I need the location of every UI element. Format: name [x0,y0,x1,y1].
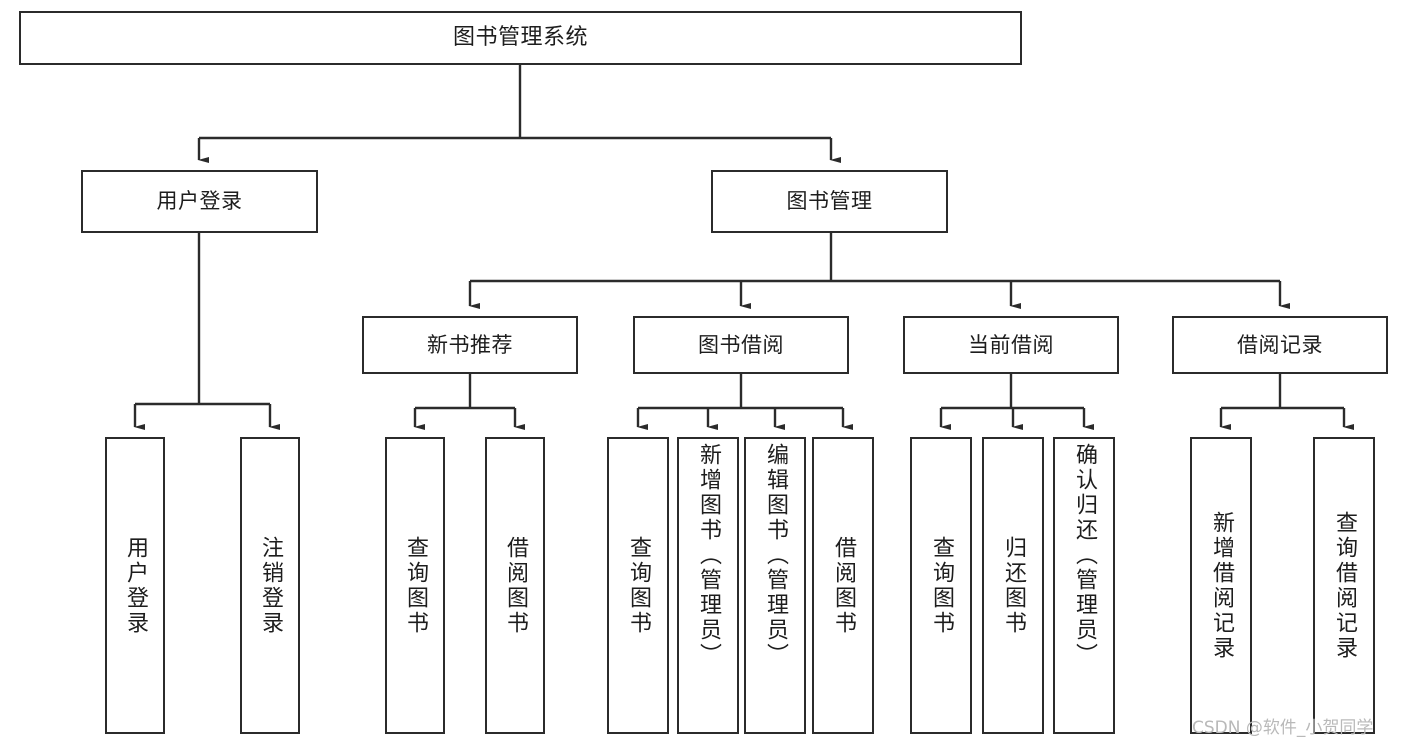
edge-book-borrow-to-leaves [636,374,853,430]
edge-borrow-record-to-leaves [1219,374,1354,430]
node-leaf-return-book[interactable]: 归还图书 [982,437,1044,734]
node-leaf-user-login-label: 用户登录 [123,535,148,636]
node-leaf-borrow-book-2[interactable]: 借阅图书 [812,437,874,734]
node-book-management[interactable]: 图书管理 [711,170,948,233]
node-root-label: 图书管理系统 [452,25,588,51]
node-leaf-query-book-3[interactable]: 查询图书 [910,437,972,734]
edge-root-to-level2 [197,65,841,163]
node-leaf-add-record[interactable]: 新增借阅记录 [1190,437,1252,734]
node-leaf-query-book-2-label: 查询图书 [626,535,651,636]
node-borrow-record-label: 借阅记录 [1237,332,1323,357]
node-leaf-query-record-label: 查询借阅记录 [1332,510,1357,661]
node-new-book-recommend[interactable]: 新书推荐 [362,316,578,374]
node-new-book-recommend-label: 新书推荐 [427,332,513,357]
node-current-borrow-label: 当前借阅 [968,332,1054,357]
node-leaf-edit-book-label: 编辑图书（管理员） [763,443,788,668]
edge-new-book-recommend-to-leaves [413,374,525,430]
node-leaf-return-book-label: 归还图书 [1001,535,1026,636]
node-leaf-borrow-book-1[interactable]: 借阅图书 [485,437,545,734]
node-user-login-label: 用户登录 [156,189,243,214]
node-leaf-add-record-label: 新增借阅记录 [1209,510,1234,661]
node-leaf-add-book-label: 新增图书（管理员） [696,443,721,668]
node-leaf-query-record[interactable]: 查询借阅记录 [1313,437,1375,734]
node-book-management-label: 图书管理 [786,189,873,214]
node-leaf-add-book[interactable]: 新增图书（管理员） [677,437,739,734]
node-leaf-edit-book[interactable]: 编辑图书（管理员） [744,437,806,734]
node-leaf-logout[interactable]: 注销登录 [240,437,300,734]
node-leaf-query-book-1-label: 查询图书 [403,535,428,636]
node-leaf-query-book-2[interactable]: 查询图书 [607,437,669,734]
node-leaf-borrow-book-1-label: 借阅图书 [503,535,528,636]
node-book-borrow[interactable]: 图书借阅 [633,316,849,374]
node-leaf-query-book-3-label: 查询图书 [929,535,954,636]
edge-current-borrow-to-leaves [939,374,1094,430]
node-leaf-confirm-return-label: 确认归还（管理员） [1072,443,1097,668]
node-leaf-borrow-book-2-label: 借阅图书 [831,535,856,636]
node-leaf-logout-label: 注销登录 [258,535,283,636]
node-book-borrow-label: 图书借阅 [698,332,784,357]
node-borrow-record[interactable]: 借阅记录 [1172,316,1388,374]
node-leaf-user-login[interactable]: 用户登录 [105,437,165,734]
node-current-borrow[interactable]: 当前借阅 [903,316,1119,374]
node-user-login[interactable]: 用户登录 [81,170,318,233]
edge-user-login-to-leaves [133,233,280,430]
edge-book-management-to-level3 [468,233,1290,309]
node-leaf-query-book-1[interactable]: 查询图书 [385,437,445,734]
node-leaf-confirm-return[interactable]: 确认归还（管理员） [1053,437,1115,734]
node-root[interactable]: 图书管理系统 [19,11,1022,65]
